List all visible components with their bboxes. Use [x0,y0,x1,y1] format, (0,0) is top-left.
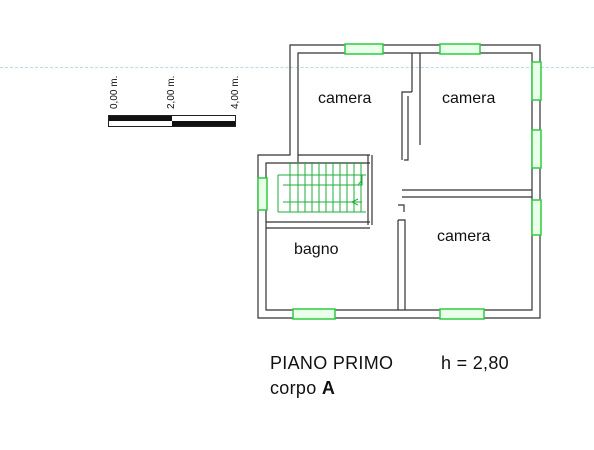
floor-height: h = 2,80 [441,353,509,373]
window-top-1 [344,43,384,55]
wall-stair-right [367,155,373,225]
wall-middle-left [298,154,370,164]
scale-bar [108,115,236,127]
floor-name: PIANO PRIMO [270,353,394,373]
door-jamb [398,204,405,212]
horizontal-guide-line [0,67,594,68]
staircase [277,162,366,213]
room-label-camera-top-right: camera [442,90,496,107]
scale-segment-2 [172,121,235,126]
window-right-3 [531,199,542,236]
room-label-bagno: bagno [294,241,339,258]
window-bottom-2 [439,308,485,320]
room-label-camera-top-left: camera [318,90,372,107]
wall-bottom-divider [397,219,406,310]
window-right-1 [531,61,542,101]
building-body-letter: A [321,378,336,398]
wall-top-divider-lower [404,96,409,161]
room-label-camera-bottom-right: camera [437,228,491,245]
outer-wall [257,44,541,319]
building-body: corpo A [270,377,335,399]
building-body-prefix: corpo [270,378,322,398]
windows [257,43,542,320]
scale-segment-1 [109,116,172,121]
window-right-2 [531,129,542,169]
window-top-2 [439,43,481,55]
wall-top-divider [401,53,421,160]
wall-middle-horizontal [402,189,532,198]
window-bottom-1 [292,308,336,320]
window-left-stair [257,177,268,211]
wall-stair-bottom [266,221,370,229]
